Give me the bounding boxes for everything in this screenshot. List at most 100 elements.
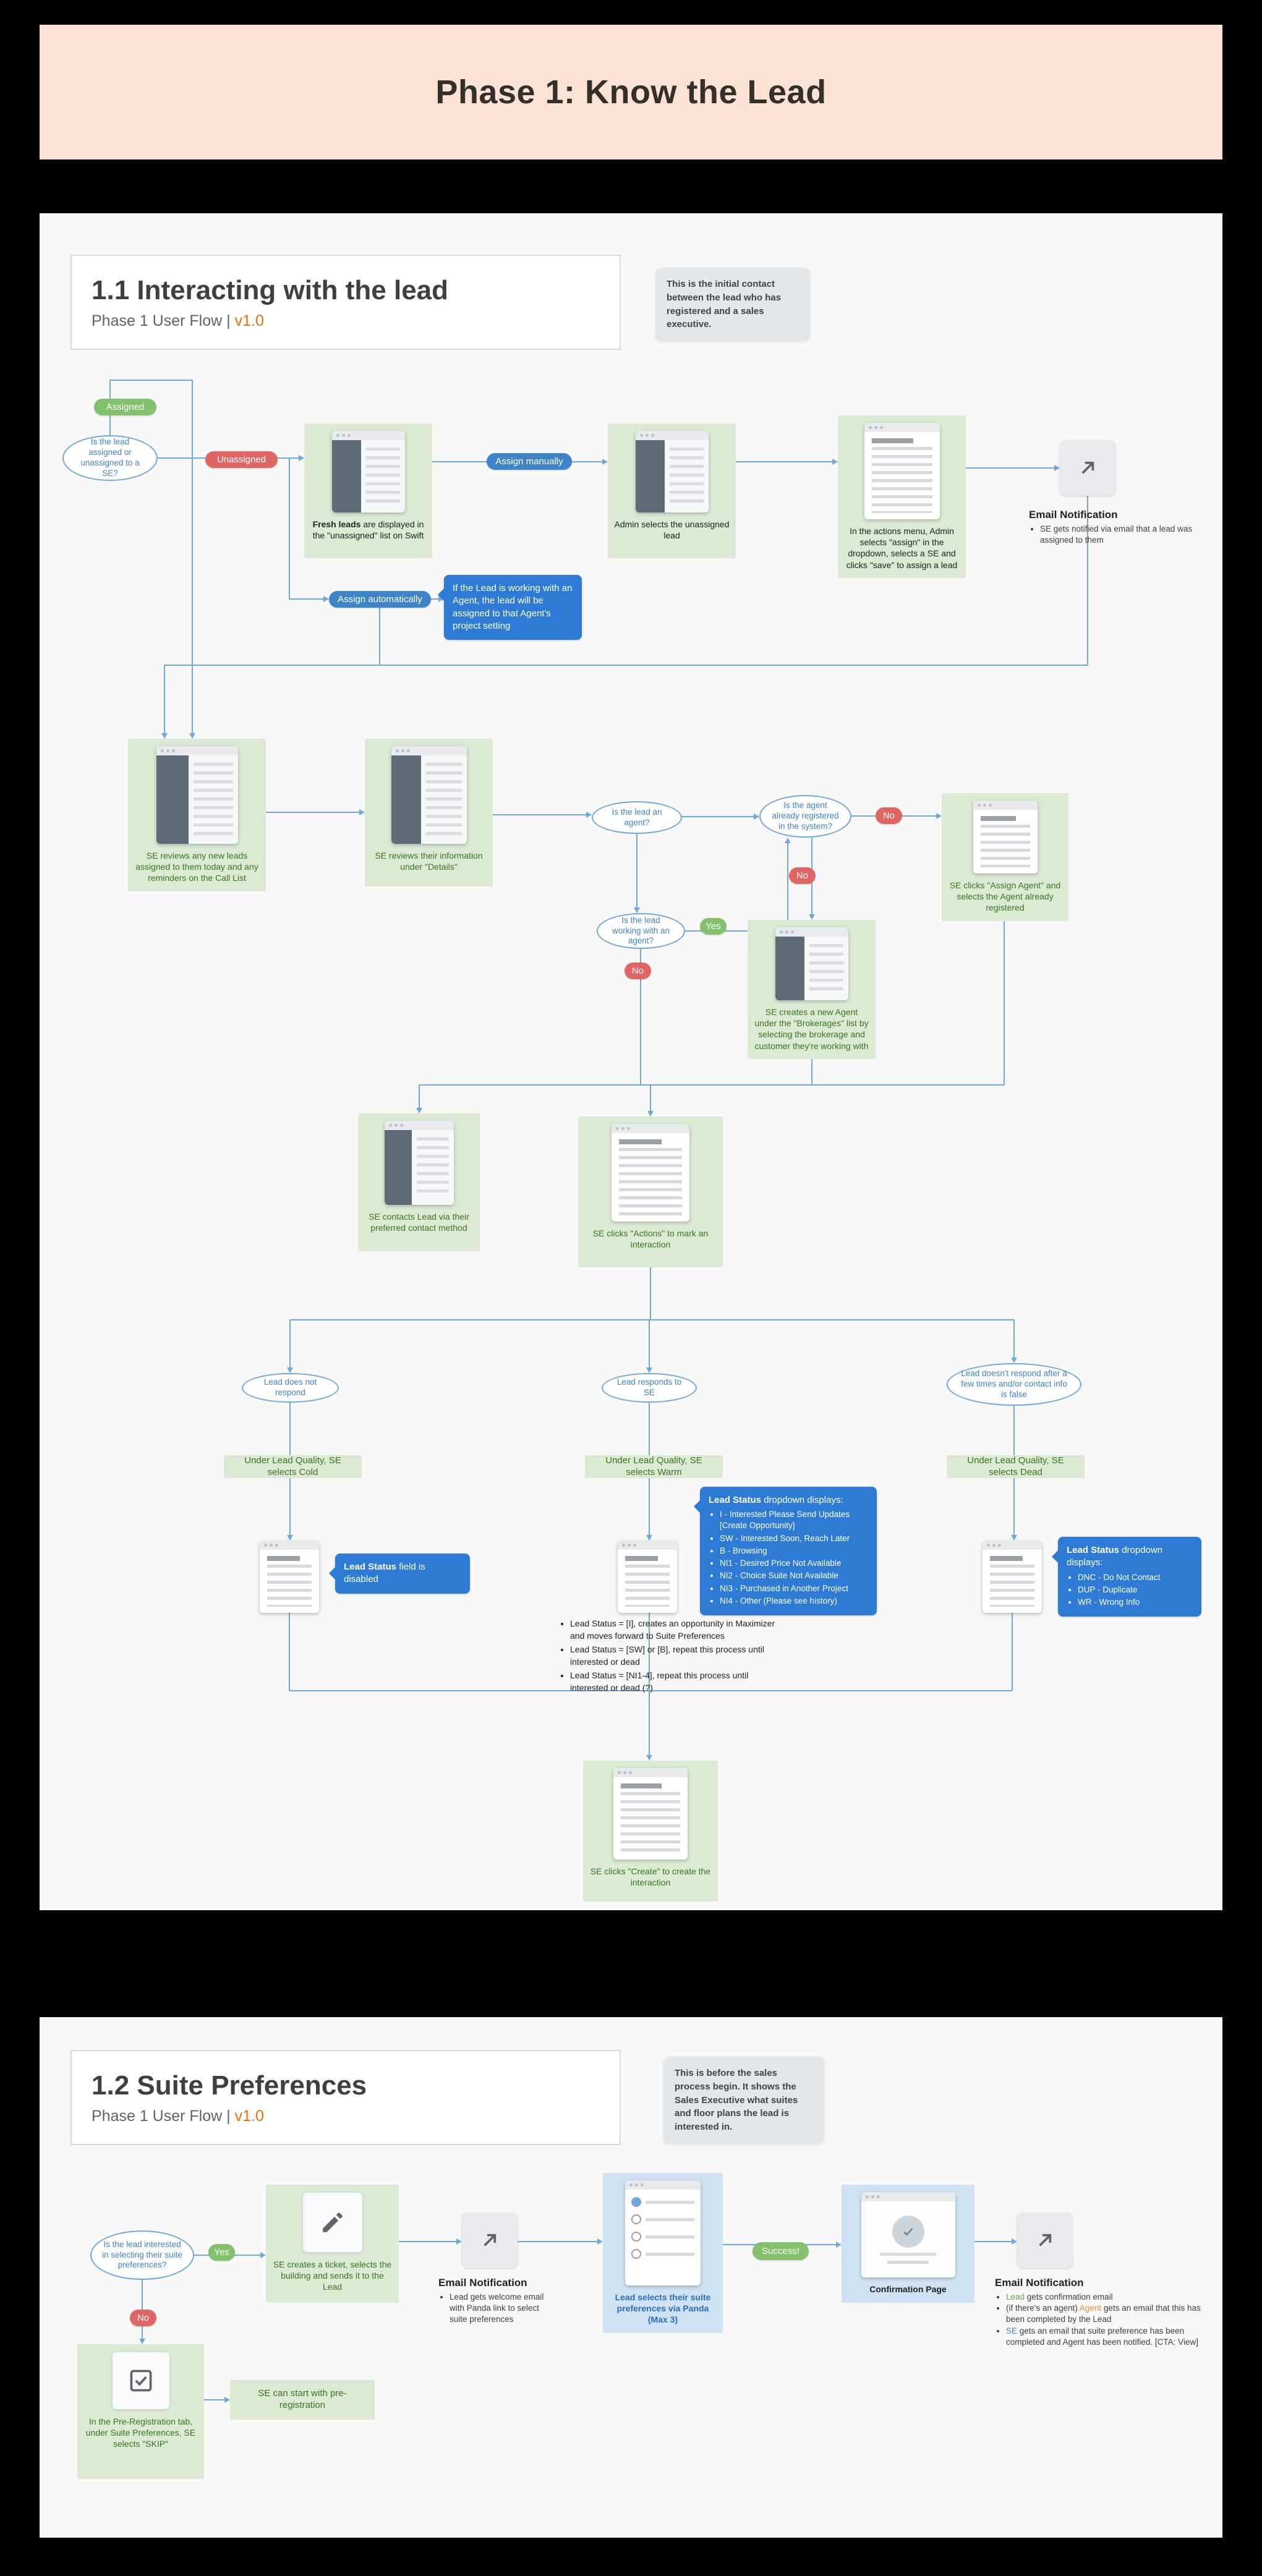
browser-window-mockup	[391, 746, 467, 844]
email-notification-text: Email Notification Lead gets welcome ema…	[438, 2277, 553, 2326]
quality-label-cold: Under Lead Quality, SE selects Cold	[224, 1455, 362, 1478]
step-confirmation-page: Confirmation Page	[842, 2185, 974, 2303]
quality-label-warm: Under Lead Quality, SE selects Warm	[585, 1455, 723, 1478]
doc-heading-placeholder	[871, 438, 913, 443]
pill-assign-manually: Assign manually	[487, 453, 572, 470]
pencil-icon	[322, 2213, 343, 2232]
text-lines-placeholder	[621, 1792, 680, 1853]
step-contact-lead: SE contacts Lead via their preferred con…	[358, 1113, 480, 1251]
outcome-no-response: Lead does not respond	[242, 1373, 339, 1403]
step-details: SE reviews their information under "Deta…	[365, 739, 493, 886]
step-skip-preferences: In the Pre-Registration tab, under Suite…	[77, 2344, 204, 2479]
browser-window-mockup	[635, 431, 709, 512]
step-caption: SE reviews any new leads assigned to the…	[135, 851, 258, 883]
section-1-1-canvas: 1.1 Interacting with the lead Phase 1 Us…	[40, 213, 1222, 1910]
pill-yes-working-with-agent: Yes	[700, 918, 727, 935]
pill-no-registered-branch: No	[789, 867, 816, 884]
doc-heading-placeholder	[621, 1783, 662, 1788]
doc-heading-placeholder	[267, 1556, 300, 1561]
step-admin-selects: Admin selects the unassigned lead	[608, 423, 736, 558]
window-dots	[635, 431, 709, 440]
title-card: 1.1 Interacting with the lead Phase 1 Us…	[70, 255, 621, 350]
document-mockup	[973, 801, 1038, 874]
sidebar-placeholder	[775, 937, 804, 1000]
window-dots	[156, 746, 238, 755]
callout-warm-status: Lead Status dropdown displays: I - Inter…	[694, 1487, 877, 1615]
checklist-row	[631, 2214, 694, 2224]
browser-window-mockup	[384, 1121, 454, 1205]
subtitle-text: Phase 1 User Flow |	[92, 2107, 235, 2125]
step-call-list: SE reviews any new leads assigned to the…	[128, 739, 266, 891]
email-notification-text: Email Notification SE gets notified via …	[1029, 509, 1214, 546]
decision-is-agent: Is the lead an agent?	[592, 801, 682, 834]
status-option-list: DNC - Do Not Contact DUP - Duplicate WR …	[1067, 1572, 1193, 1609]
step-caption: SE reviews their information under "Deta…	[375, 851, 483, 872]
email-bullet: Lead gets confirmation email	[1006, 2292, 1211, 2303]
window-dots	[391, 746, 467, 755]
browser-window-mockup	[156, 746, 238, 844]
section-title: 1.2 Suite Preferences	[92, 2070, 367, 2101]
callout-title: Lead Status dropdown displays:	[1067, 1545, 1163, 1568]
step-assign-agent: SE clicks "Assign Agent" and selects the…	[942, 793, 1068, 921]
text-lines-placeholder	[426, 763, 462, 836]
email-bullet: Lead gets welcome email with Panda link …	[450, 2292, 553, 2326]
document-mockup	[612, 1124, 689, 1222]
text-lines-placeholder	[871, 447, 932, 513]
document-mockup	[613, 1768, 688, 1860]
window-dots	[973, 801, 1038, 810]
step-create-ticket: SE creates a ticket, selects the buildin…	[266, 2185, 399, 2303]
section-title: 1.1 Interacting with the lead	[92, 274, 449, 305]
text-lines-placeholder	[267, 1565, 312, 1607]
seal-check-icon	[892, 2215, 924, 2248]
checkbox-icon	[130, 2370, 151, 2392]
step-create-interaction: SE clicks "Create" to create the interac…	[583, 1761, 718, 1902]
sidebar-placeholder	[635, 440, 665, 512]
window-dots	[983, 1541, 1042, 1550]
text-lines-placeholder	[417, 1137, 449, 1197]
step-caption: Fresh leads are displayed in the "unassi…	[312, 519, 424, 541]
label-preregistration: SE can start with pre-registration	[230, 2380, 375, 2420]
text-lines-placeholder	[990, 1565, 1034, 1607]
sidebar-placeholder	[156, 755, 189, 844]
step-panda-preferences: Lead selects their suite preferences via…	[603, 2173, 723, 2333]
sticky-note: This is the initial contact between the …	[655, 268, 810, 341]
pill-no-working-with-agent: No	[625, 963, 651, 979]
document-icon-warm	[618, 1541, 677, 1613]
email-bullet: SE gets an email that suite preference h…	[1006, 2326, 1211, 2348]
document-icon-cold	[260, 1541, 319, 1613]
text-lines-placeholder	[194, 763, 233, 836]
callout-dead-status: Lead Status dropdown displays: DNC - Do …	[1052, 1537, 1201, 1617]
step-actions-menu: In the actions menu, Admin selects "assi…	[838, 415, 966, 578]
window-dots	[613, 1768, 688, 1777]
rule-item: Lead Status = [NI1-4], repeat this proce…	[570, 1670, 788, 1694]
window-dots	[612, 1124, 689, 1133]
checklist-row	[631, 2232, 694, 2242]
document-icon-dead	[983, 1541, 1042, 1613]
email-notification-tile	[1017, 2213, 1073, 2268]
banner: Phase 1: Know the Lead	[40, 25, 1222, 159]
text-lines-placeholder	[365, 448, 400, 505]
outcome-responds: Lead responds to SE	[602, 1373, 697, 1403]
pill-no-agent-not-registered: No	[876, 807, 902, 824]
window-dots	[861, 2192, 955, 2201]
email-title: Email Notification	[1029, 509, 1118, 521]
pill-no-suite-preferences: No	[130, 2310, 156, 2326]
rule-item: Lead Status = [I], creates an opportunit…	[570, 1618, 788, 1642]
sidebar-placeholder	[331, 440, 361, 512]
sticky-note: This is before the sales process begin. …	[663, 2057, 824, 2144]
sidebar-placeholder	[391, 755, 422, 844]
step-caption: SE creates a new Agent under the "Broker…	[754, 1007, 869, 1051]
section-subtitle: Phase 1 User Flow | v1.0	[92, 2107, 620, 2125]
step-caption: Confirmation Page	[869, 2284, 947, 2294]
step-caption: SE clicks "Assign Agent" and selects the…	[949, 880, 1061, 913]
sidebar-placeholder	[384, 1130, 412, 1205]
step-caption: SE clicks "Create" to create the interac…	[590, 1866, 711, 1888]
checklist-mockup	[625, 2180, 701, 2285]
doc-heading-placeholder	[625, 1556, 658, 1561]
callout-title: Lead Status dropdown displays:	[709, 1495, 843, 1505]
step-caption: In the Pre-Registration tab, under Suite…	[85, 2417, 196, 2449]
section-1-2-canvas: 1.2 Suite Preferences Phase 1 User Flow …	[40, 2017, 1222, 2538]
status-option: I - Interested Please Send Updates [Crea…	[720, 1509, 868, 1531]
email-notification-tile	[1060, 440, 1115, 496]
